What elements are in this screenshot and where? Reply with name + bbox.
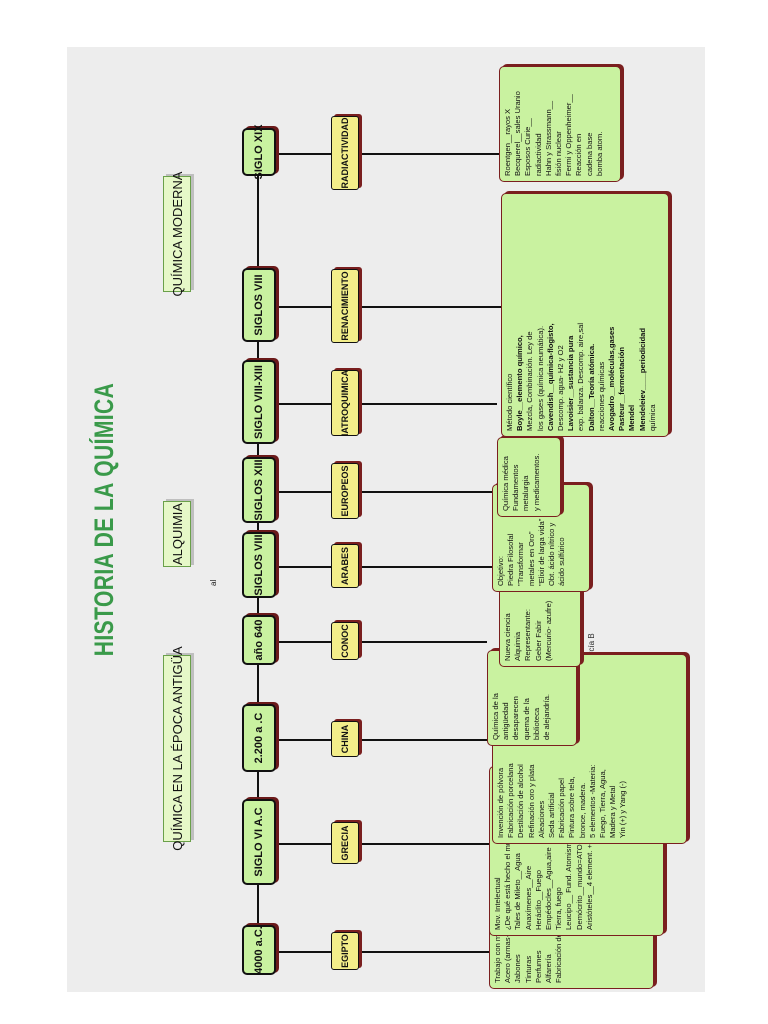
- date-node: SIGLOS VIII: [242, 268, 276, 342]
- connector-detail: [357, 491, 492, 493]
- detail-line: Nueva ciencia: [503, 613, 512, 661]
- culture-node: CHINA: [331, 721, 359, 757]
- detail-line: Pasteur__fermentación: [617, 347, 627, 431]
- era-label-antigua: QUÍMICA EN LA ÉPOCA ANTIGÜA: [163, 646, 191, 851]
- detail-line: Descomp. agua- H2 y O2: [556, 345, 566, 431]
- connector-detail: [357, 739, 492, 741]
- culture-node: RADIACTIVIDAD: [331, 116, 359, 190]
- detail-line: bronce, madera.: [577, 782, 587, 838]
- detail-line: radiactividad: [533, 133, 543, 176]
- connector-detail: [357, 153, 499, 155]
- date-node: 4000 a.C.: [242, 925, 276, 975]
- era-label-moderna: QUÍMICA MODERNA: [163, 172, 191, 296]
- culture-node: IATROQUIMICA: [331, 370, 359, 436]
- detail-line: química: [647, 404, 657, 431]
- detail-line: Geber Fabir: [533, 620, 543, 661]
- date-node: año 640: [242, 615, 276, 665]
- detail-line: desaparecen: [511, 696, 521, 740]
- detail-line: Yin (+) y Yang (-): [618, 780, 628, 838]
- detail-line: biblioteca: [531, 707, 541, 740]
- detail-line: Fuego, Tierra, Agua,: [598, 769, 608, 838]
- detail-line: Esposos Curie__: [523, 118, 533, 176]
- detail-line: cadena base: [584, 132, 594, 177]
- detail-line: Cavendish__química-flogisto,: [545, 323, 555, 431]
- date-node: SIGLO XIX: [242, 124, 276, 180]
- date-node: 2.200 a .C: [242, 704, 276, 772]
- detail-line: Reacción en: [574, 133, 584, 176]
- date-node: SIGLO VIII-XIII: [242, 360, 276, 444]
- connector-note: al: [209, 579, 218, 586]
- date-node: SIGLOS XIII: [242, 457, 276, 523]
- document-page: HISTORIA DE LA QUÍMICA QUÍMICA EN LA ÉPO…: [67, 47, 705, 992]
- detail-line: Becquerel__sales Uranio: [513, 91, 523, 176]
- detail-line: 5 elementos -Materia:: [587, 764, 597, 838]
- connector-detail: [357, 641, 487, 643]
- detail-line: Alquimia: [513, 631, 523, 661]
- culture-node: GRECIA: [331, 822, 359, 864]
- detail-line: reacciones químicas: [596, 361, 606, 431]
- culture-node: RENACIMIENTO: [331, 269, 359, 343]
- detail-line: Hahn y Strassmann__: [543, 100, 553, 176]
- detail-line: Química médica: [501, 456, 510, 511]
- detail-line: Avogadro__moléculas,gases: [607, 326, 617, 431]
- date-node: SIGLO VI A.C: [242, 799, 276, 885]
- detail-line: Mendeleiev____periodicidad: [637, 328, 647, 431]
- culture-node: EUROPEOS: [331, 463, 359, 519]
- detail-line: Mezcla, Combinación. Ley de: [525, 331, 535, 431]
- detail-line: Fundamentos: [511, 464, 521, 511]
- detail-line: y medicamentos.: [531, 453, 541, 511]
- connector-detail: [357, 951, 489, 953]
- detail-line: (Mercurio- azufre): [543, 600, 553, 661]
- detail-line: Método científico: [505, 373, 514, 431]
- date-node: SIGLOS VIII: [242, 532, 276, 598]
- detail-line: quema de la: [521, 698, 531, 740]
- detail-line: Roentgen__rayos X: [503, 108, 512, 176]
- culture-node: ARABES: [331, 544, 359, 588]
- era-label-alquimia: ALQUIMIA: [163, 501, 191, 567]
- detail-line: Representante:: [523, 609, 533, 661]
- detail-line: Lavoisier__sustancia pura: [566, 335, 576, 431]
- detail-line: los gases (química neumática).: [535, 325, 545, 431]
- detail-line: Dalton__Teoría atómica.: [586, 343, 596, 431]
- detail-line: bomba atom.: [594, 131, 604, 176]
- detail-line: metalurgia: [521, 475, 531, 511]
- detail-line: Madera y Metal: [608, 785, 618, 838]
- connector-detail: [357, 403, 497, 405]
- connector-detail: [357, 843, 489, 845]
- detail-line: Química de la: [491, 693, 500, 740]
- detail-line: fisión nuclear: [554, 131, 564, 176]
- culture-node: EGIPTO: [331, 932, 359, 970]
- diagram-title: HISTORIA DE LA QUÍMICA: [89, 382, 119, 657]
- connector-detail: [357, 566, 499, 568]
- detail-line: exp. balanza. Descomp. aire,sal: [576, 322, 586, 431]
- connector-detail: [357, 306, 501, 308]
- detail-line: de alejandría.: [542, 693, 552, 740]
- detail-line: Boyle__elemento químico,: [515, 335, 525, 431]
- detail-line: Fermi y Oppenheimer__: [564, 94, 574, 176]
- rotated-diagram: HISTORIA DE LA QUÍMICA QUÍMICA EN LA ÉPO…: [67, 47, 705, 992]
- detail-line: antigüedad: [501, 702, 511, 740]
- culture-node: CONOC: [331, 622, 359, 660]
- detail-line: Mendel: [627, 404, 637, 431]
